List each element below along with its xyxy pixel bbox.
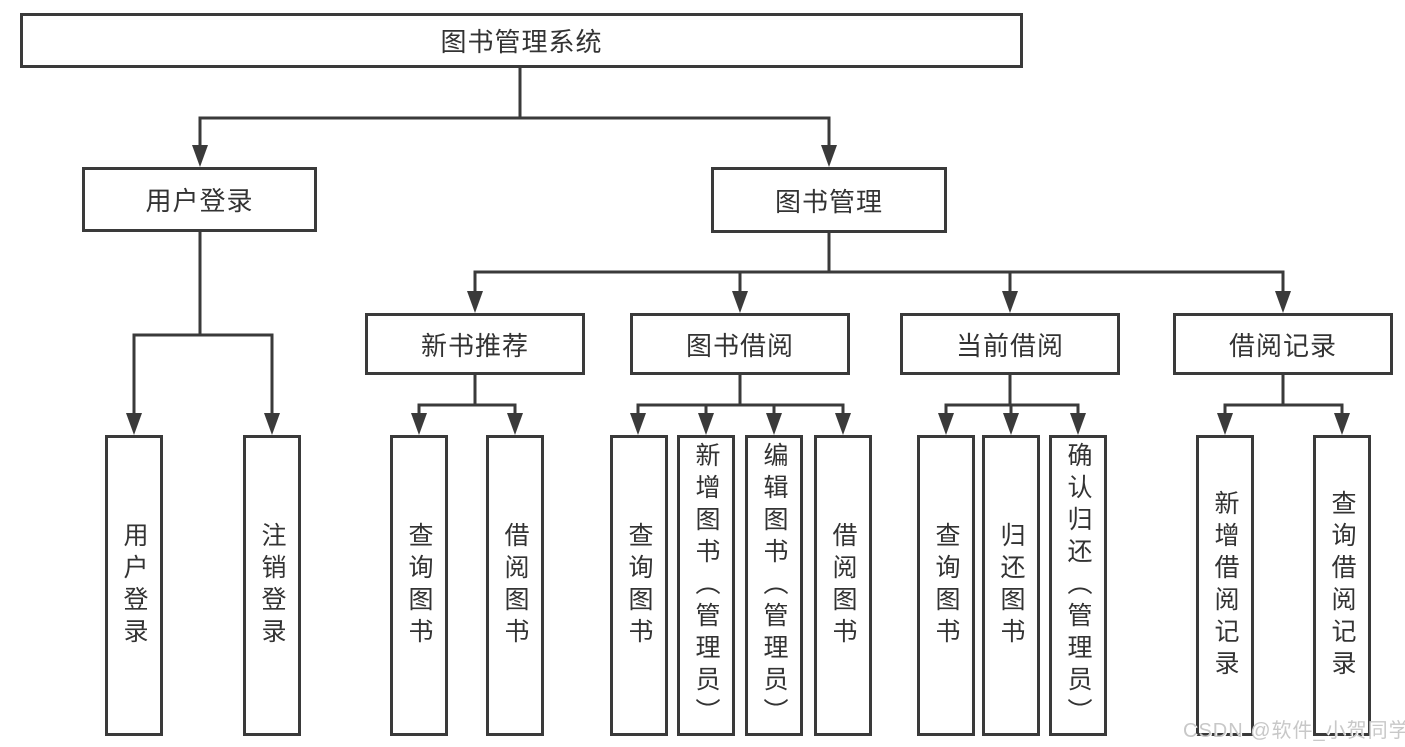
leaf-logout: 注销登录 [243, 435, 301, 736]
node-book-borrow: 图书借阅 [630, 313, 850, 375]
leaf-query-books-current: 查询图书 [917, 435, 975, 736]
csdn-watermark: CSDN @软件_小贺同学 [1183, 720, 1405, 742]
leaf-query-books-borrow: 查询图书 [610, 435, 668, 736]
node-book-management: 图书管理 [711, 167, 947, 233]
leaf-edit-book-admin: 编辑图书（管理员） [745, 435, 803, 736]
leaf-query-books-recommend: 查询图书 [390, 435, 448, 736]
leaf-user-login: 用户登录 [105, 435, 163, 736]
leaf-borrow-books-recommend: 借阅图书 [486, 435, 544, 736]
node-root-system: 图书管理系统 [20, 13, 1023, 68]
node-new-book-recommend: 新书推荐 [365, 313, 585, 375]
leaf-borrow-books-borrow: 借阅图书 [814, 435, 872, 736]
leaf-confirm-return-admin: 确认归还（管理员） [1049, 435, 1107, 736]
leaf-query-borrow-record: 查询借阅记录 [1313, 435, 1371, 736]
node-borrow-records: 借阅记录 [1173, 313, 1393, 375]
leaf-return-book: 归还图书 [982, 435, 1040, 736]
node-current-borrow: 当前借阅 [900, 313, 1120, 375]
node-user-login: 用户登录 [82, 167, 317, 232]
leaf-add-book-admin: 新增图书（管理员） [677, 435, 735, 736]
leaf-add-borrow-record: 新增借阅记录 [1196, 435, 1254, 736]
